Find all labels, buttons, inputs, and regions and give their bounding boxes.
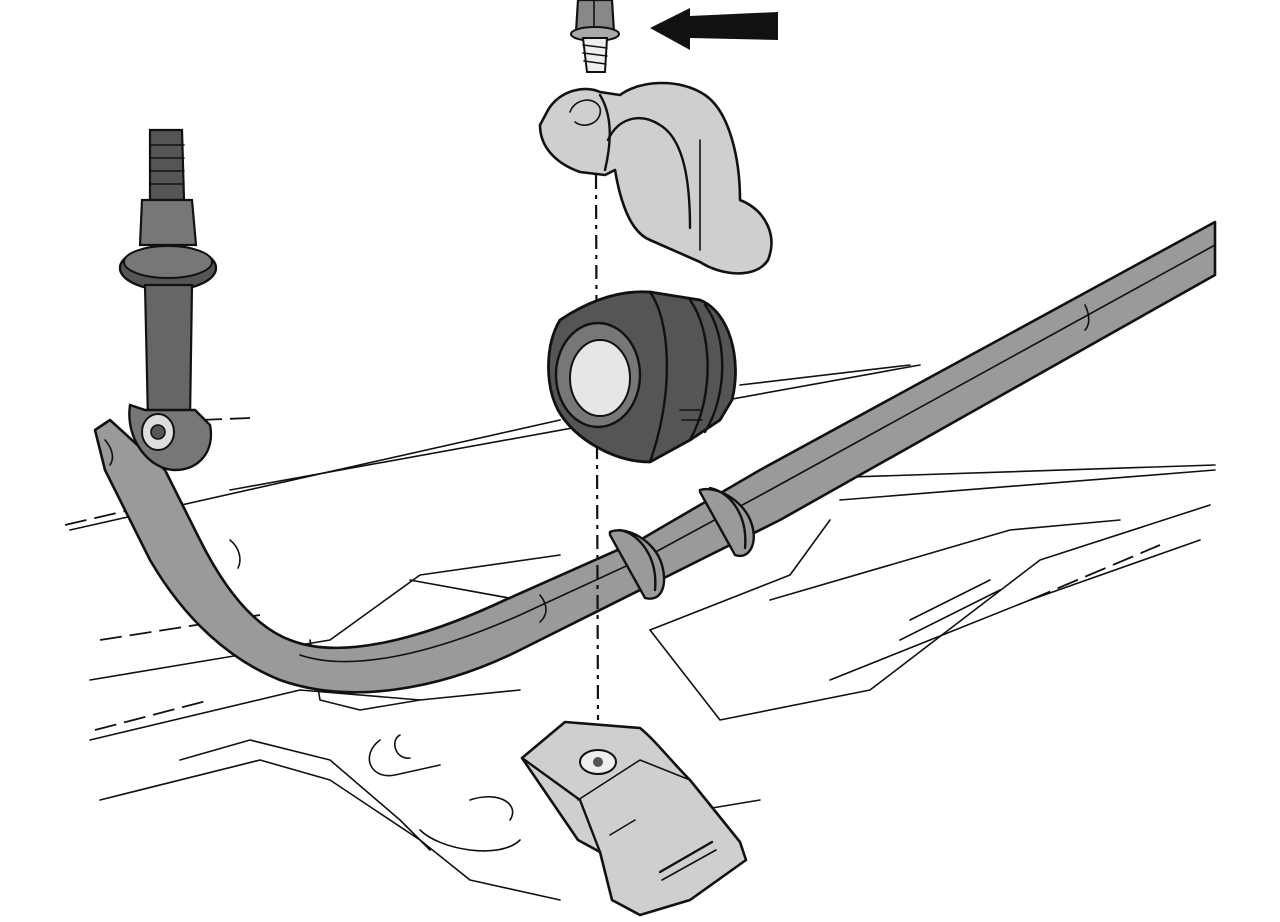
mounting-plate [520,720,748,917]
bolt [570,0,620,73]
bar-collar-ring [698,486,755,558]
arrow-icon [650,8,778,50]
rubber-bushing [547,290,737,464]
bracket-clamp [538,81,773,275]
bar-collar-ring [608,528,666,600]
drop-link [118,128,218,472]
stabilizer-bar [93,220,1217,694]
